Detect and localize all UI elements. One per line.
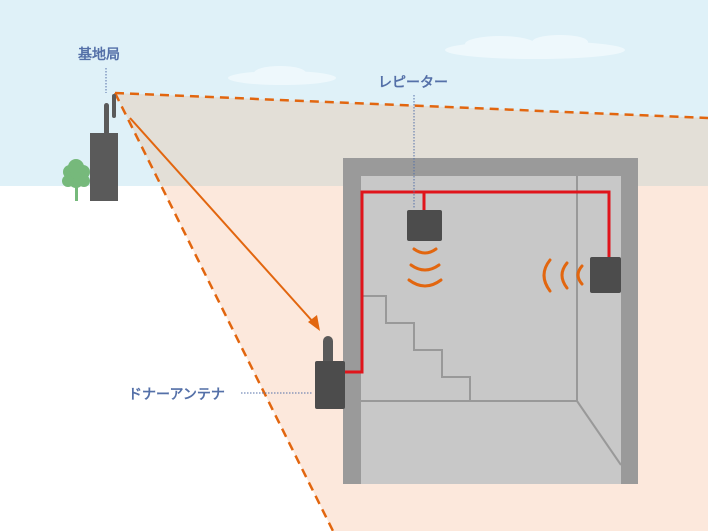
beam-edge-top xyxy=(114,91,708,120)
repeater-wall xyxy=(590,257,621,293)
building-interior xyxy=(361,176,621,484)
signal-arrow xyxy=(129,117,315,324)
base-station-label: 基地局 xyxy=(78,47,120,63)
signal-waves-icon xyxy=(407,247,443,288)
beam-edge-bottom xyxy=(113,92,335,531)
tree-icon xyxy=(62,159,90,201)
repeater-ceiling xyxy=(407,210,442,241)
donor-antenna-label: ドナーアンテナ xyxy=(128,387,225,403)
cable xyxy=(343,190,611,374)
donor-antenna xyxy=(315,361,345,409)
donor-antenna-pole xyxy=(323,336,333,366)
base-station-tower xyxy=(90,94,118,201)
cloud xyxy=(228,35,625,85)
arrow-head-icon xyxy=(308,315,320,331)
repeater-label: レピーター xyxy=(378,75,448,91)
interior-lines xyxy=(361,176,622,466)
signal-waves-icon xyxy=(542,258,584,293)
stairs xyxy=(363,295,471,401)
